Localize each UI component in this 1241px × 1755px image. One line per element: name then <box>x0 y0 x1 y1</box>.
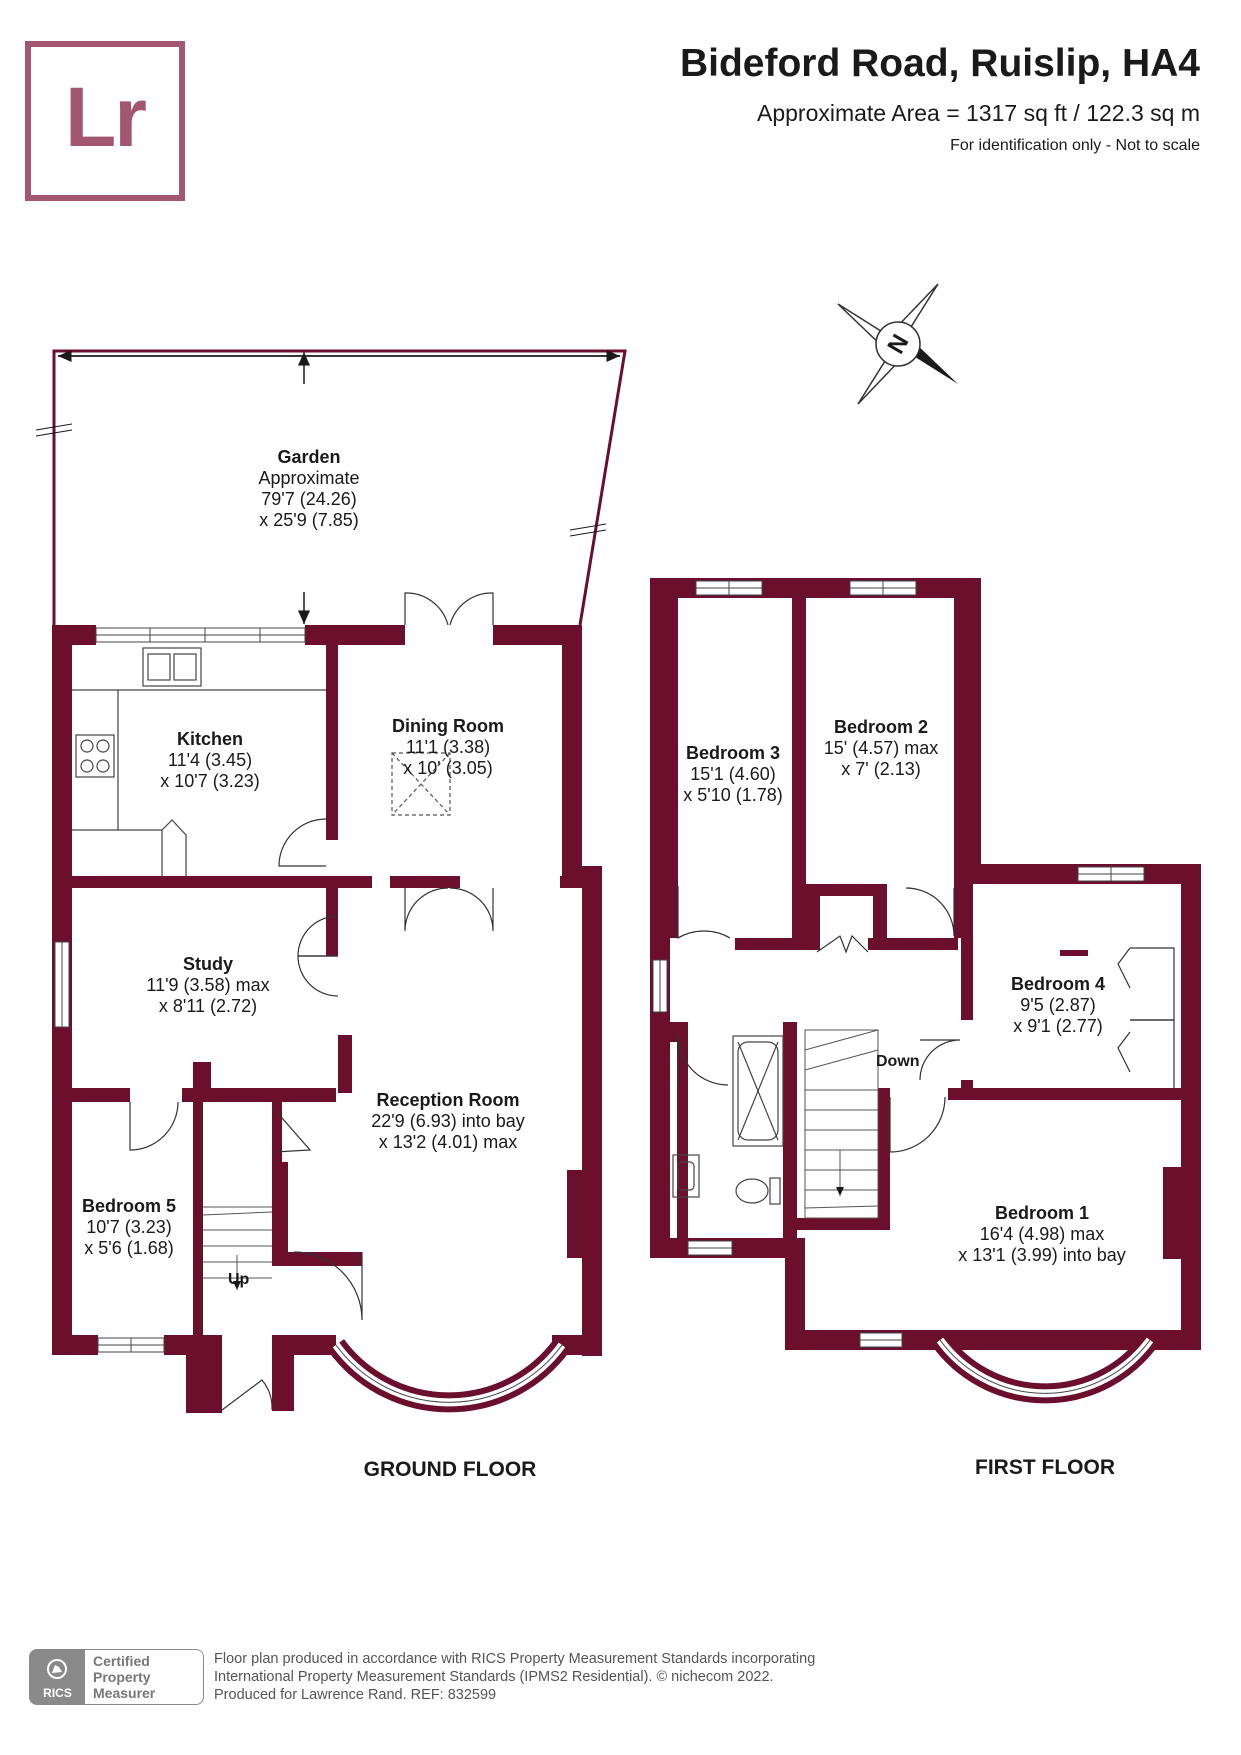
room-label-study: Study 11'9 (3.58) max x 8'11 (2.72) <box>146 954 270 1016</box>
ground-floor-doors <box>129 592 494 1411</box>
scale-note: For identification only - Not to scale <box>950 137 1200 154</box>
ground-floor-plan <box>35 349 627 1413</box>
first-floor-doors <box>677 886 1175 1153</box>
ground-floor-label: GROUND FLOOR <box>363 1458 537 1481</box>
bathroom-fittings <box>672 1035 784 1205</box>
rics-certification: Certified Property Measurer <box>93 1653 156 1701</box>
rics-name: RICS <box>43 1686 72 1700</box>
stairs-up-label: Up <box>228 1271 250 1288</box>
room-label-reception: Reception Room 22'9 (6.93) into bay x 13… <box>371 1090 525 1152</box>
property-title: Bideford Road, Ruislip, HA4 <box>679 42 1200 85</box>
ground-floor-windows <box>54 627 306 1353</box>
room-label-bedroom1: Bedroom 1 16'4 (4.98) max x 13'1 (3.99) … <box>958 1203 1126 1265</box>
room-label-bedroom2: Bedroom 2 15' (4.57) max x 7' (2.13) <box>823 717 939 779</box>
rics-badge: RICS Certified Property Measurer <box>29 1649 204 1705</box>
room-label-dining: Dining Room 11'1 (3.38) x 10' (3.05) <box>392 716 504 778</box>
room-label-bedroom4: Bedroom 4 9'5 (2.87) x 9'1 (2.77) <box>1010 974 1106 1036</box>
brand-logo: Lr <box>25 41 185 201</box>
first-floor-windows <box>652 580 1145 1348</box>
skylight-icon <box>391 752 451 816</box>
room-label-bedroom5: Bedroom 5 10'7 (3.23) x 5'6 (1.68) <box>81 1196 177 1258</box>
reception-bay-window <box>327 1339 571 1413</box>
footer-line: Produced for Lawrence Rand. REF: 832599 <box>214 1687 497 1703</box>
ground-floor-walls <box>52 625 602 1413</box>
room-label-kitchen: Kitchen 11'4 (3.45) x 10'7 (3.23) <box>160 729 260 791</box>
room-label-bedroom3: Bedroom 3 15'1 (4.60) x 5'10 (1.78) <box>683 743 783 805</box>
room-label-garden: Garden Approximate 79'7 (24.26) x 25'9 (… <box>258 447 360 530</box>
bedroom1-bay-window <box>931 1334 1159 1404</box>
north-compass-icon: N <box>837 283 958 405</box>
footer-line: International Property Measurement Stand… <box>214 1669 774 1685</box>
room-name: Garden <box>277 447 341 467</box>
rics-lion-icon <box>47 1659 67 1679</box>
kitchen-fittings <box>72 647 326 876</box>
garden-boundary <box>52 349 627 626</box>
approximate-area: Approximate Area = 1317 sq ft / 122.3 sq… <box>756 100 1200 126</box>
footer-notes: Floor plan produced in accordance with R… <box>214 1650 815 1704</box>
first-floor-label: FIRST FLOOR <box>975 1456 1115 1479</box>
footer-line: Floor plan produced in accordance with R… <box>214 1651 816 1667</box>
first-floor-stairs <box>804 1029 879 1219</box>
ground-floor-stairs <box>202 1206 273 1290</box>
first-floor-plan <box>650 578 1201 1404</box>
stairs-down-label: Down <box>876 1053 920 1070</box>
logo-letters: Lr <box>65 70 147 164</box>
rics-mark-panel: RICS <box>30 1650 85 1704</box>
